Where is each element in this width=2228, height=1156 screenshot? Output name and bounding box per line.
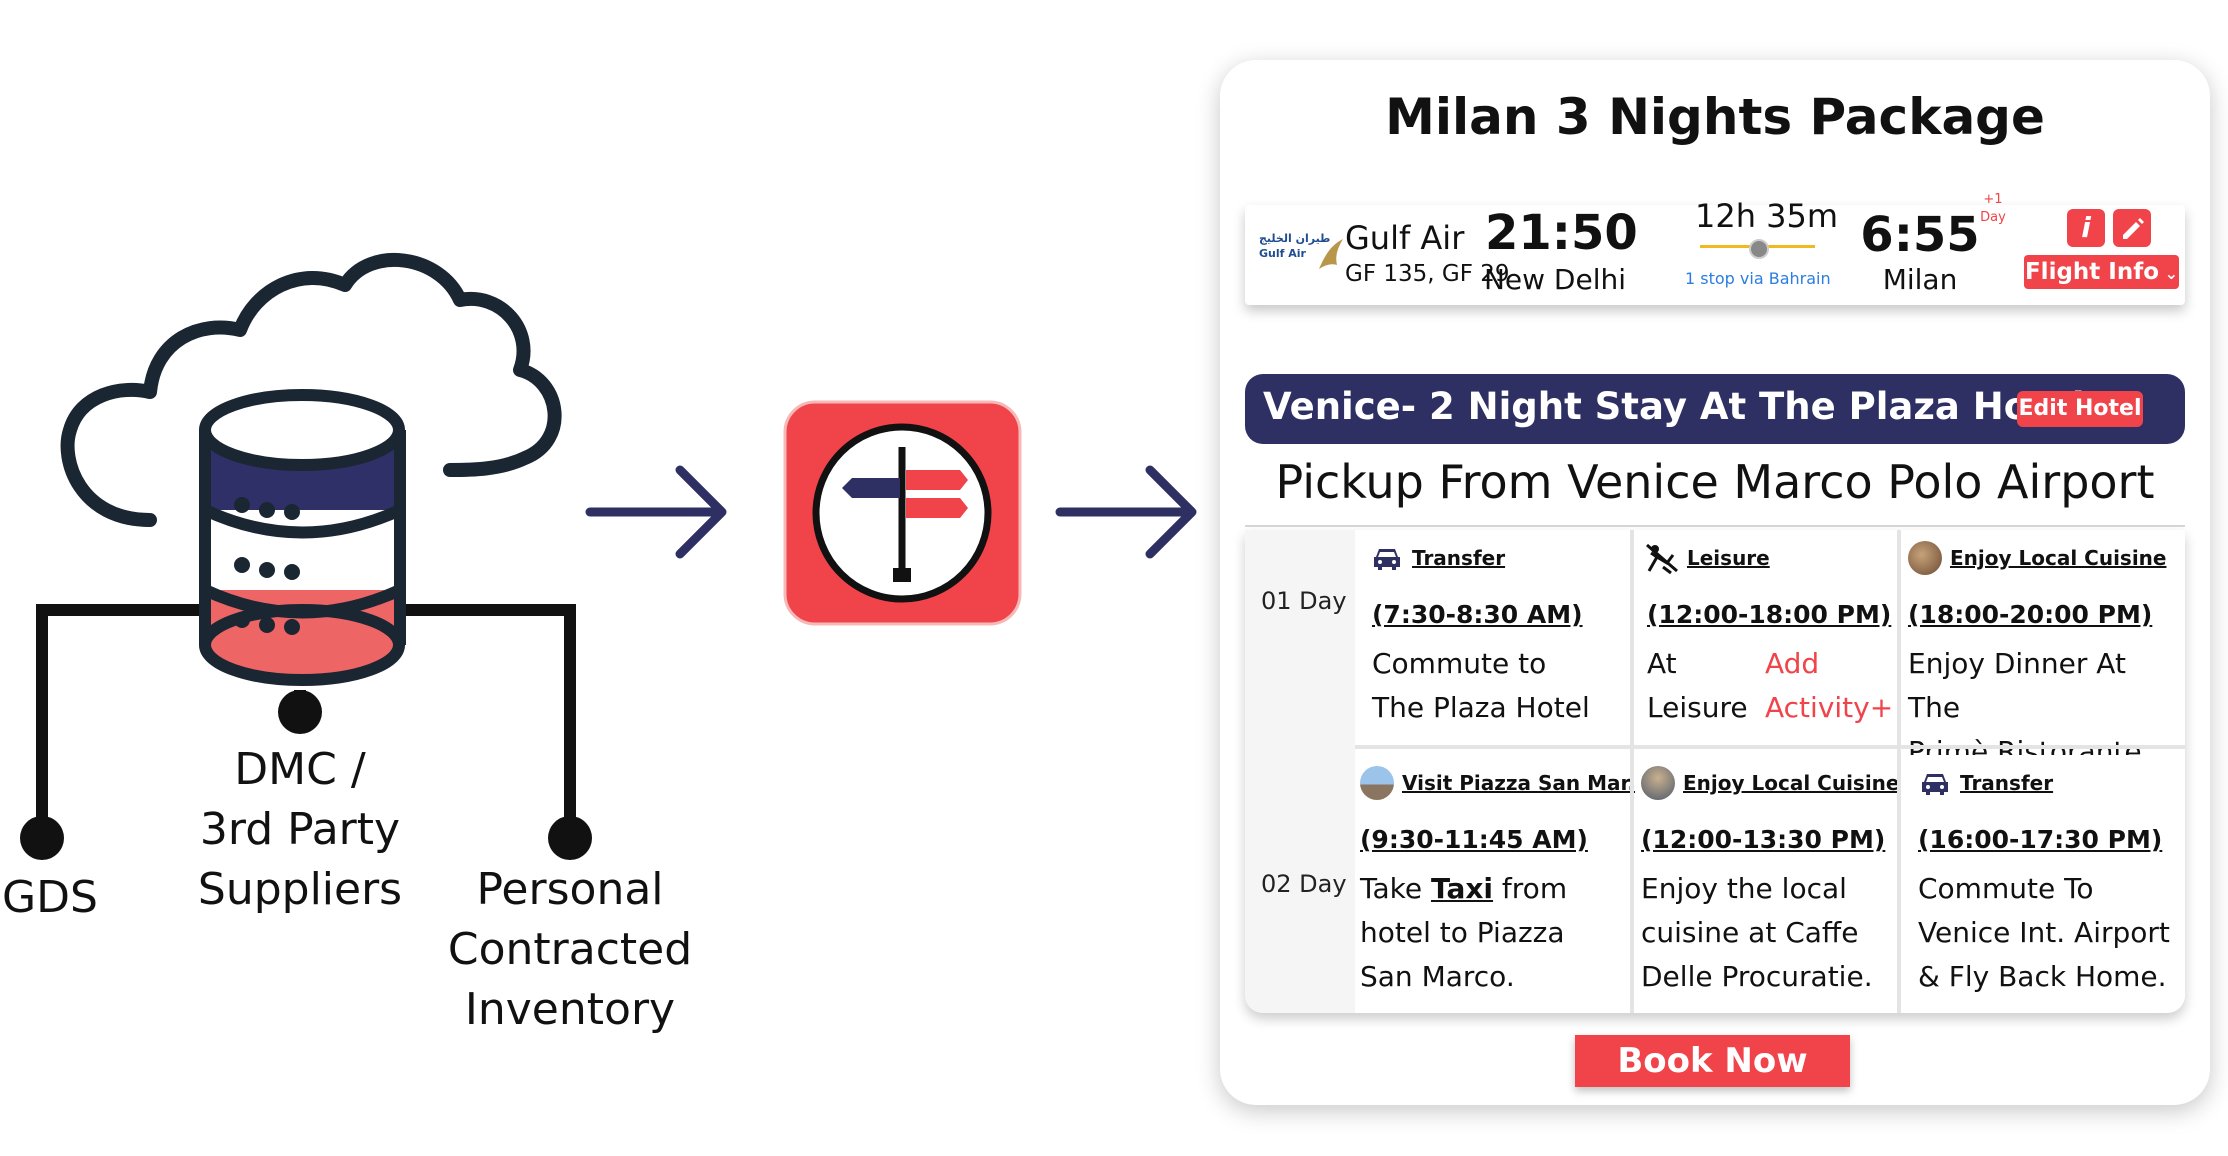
personal-label: Personal Contracted Inventory <box>447 864 693 1035</box>
database-icon <box>199 389 406 686</box>
airline-name: Gulf Air <box>1345 219 1465 257</box>
chevron-down-icon: ⌄ <box>2159 264 2179 283</box>
day-column <box>1245 530 1355 1013</box>
package-card: Milan 3 Nights Package طيران الخليج Gulf… <box>1220 60 2210 1105</box>
flight-duration: 12h 35m <box>1695 197 1839 235</box>
divider <box>1245 525 2185 527</box>
stops-label: 1 stop via Bahrain <box>1685 269 1831 288</box>
book-now-button[interactable]: Book Now <box>1575 1035 1850 1087</box>
activity-card[interactable]: Visit Piazza San Mar. (9:30-11:45 AM) Ta… <box>1360 755 1635 1013</box>
activity-card[interactable]: Enjoy Local Cuisine (12:00-13:30 PM) Enj… <box>1635 755 1900 1013</box>
activity-time: (9:30-11:45 AM) <box>1360 825 1588 854</box>
activity-desc: At Leisure <box>1647 647 1748 724</box>
activity-title: Enjoy Local Cuisine <box>1683 771 1900 795</box>
arrow-right-icon <box>1055 465 1197 559</box>
add-activity-link[interactable]: Add Activity+ <box>1765 647 1894 724</box>
gulf-air-logo: طيران الخليج Gulf Air <box>1259 232 1331 260</box>
activity-card[interactable]: Transfer (16:00-17:30 PM) Commute To Ven… <box>1902 755 2185 1013</box>
flight-numbers: GF 135, GF 29 <box>1345 261 1510 287</box>
pickup-heading: Pickup From Venice Marco Polo Airport <box>1275 455 2155 509</box>
cuisine-photo-icon <box>1908 541 1942 575</box>
car-icon <box>1374 549 1400 570</box>
activity-card[interactable]: Transfer (7:30-8:30 AM) Commute to The P… <box>1360 530 1630 745</box>
activity-time: (12:00-13:30 PM) <box>1641 825 1886 854</box>
stop-dot <box>1749 239 1769 259</box>
arrive-time: 6:55 <box>1860 207 1980 263</box>
activity-time: (12:00-18:00 PM) <box>1647 600 1892 629</box>
flight-info-button[interactable]: Flight Info ⌄ <box>2024 255 2179 289</box>
activity-card[interactable]: Leisure (12:00-18:00 PM) At Leisure Add … <box>1635 530 1897 745</box>
hotel-bar: Venice- 2 Night Stay At The Plaza Hotel … <box>1245 374 2185 444</box>
personal-node <box>548 816 592 860</box>
car-icon <box>1922 774 1948 795</box>
cafe-photo-icon <box>1641 766 1675 800</box>
app-logo-icon <box>783 400 1022 626</box>
activity-title: Transfer <box>1412 546 1506 570</box>
edit-hotel-button[interactable]: Edit Hotel <box>2017 391 2143 427</box>
cloud-icon <box>60 253 562 527</box>
hotel-name: Venice- 2 Night Stay At The Plaza Hotel <box>1263 385 2085 428</box>
depart-time: 21:50 <box>1485 205 1638 261</box>
piazza-photo-icon <box>1360 766 1394 800</box>
gds-label: GDS <box>2 872 98 923</box>
leisure-icon <box>1646 543 1678 575</box>
divider <box>1897 530 1901 1013</box>
gds-node <box>20 816 64 860</box>
activity-time: (18:00-20:00 PM) <box>1908 600 2153 629</box>
day-offset: +1 Day <box>1980 192 2006 225</box>
package-title: Milan 3 Nights Package <box>1385 88 2045 146</box>
activity-time: (16:00-17:30 PM) <box>1918 825 2163 854</box>
sources-diagram <box>20 253 1197 860</box>
activity-desc: Commute To Venice Int. Airport & Fly Bac… <box>1918 872 2170 993</box>
pencil-icon[interactable] <box>2113 209 2151 247</box>
activity-desc: Take Taxi from hotel to Piazza San Marco… <box>1360 872 1568 993</box>
taxi-link[interactable]: Taxi <box>1430 872 1494 905</box>
activity-time: (7:30-8:30 AM) <box>1372 600 1583 629</box>
arrow-right-icon <box>585 465 727 559</box>
activity-title: Enjoy Local Cuisine <box>1950 546 2167 570</box>
activity-desc: Commute to The Plaza Hotel <box>1372 647 1590 724</box>
divider <box>1355 745 2185 749</box>
divider <box>1630 530 1634 1013</box>
activity-title: Leisure <box>1687 546 1770 570</box>
arrive-city: Milan <box>1882 263 1958 296</box>
day-label: 01 Day <box>1261 587 1347 615</box>
dmc-label: DMC / 3rd Party Suppliers <box>197 744 403 915</box>
activity-title: Visit Piazza San Mar. <box>1402 771 1636 795</box>
activity-desc: Enjoy the local cuisine at Caffe Delle P… <box>1641 872 1873 993</box>
info-icon[interactable]: i <box>2067 209 2105 247</box>
itinerary-grid: 01 Day 02 Day Transfer (7:30-8:30 AM) Co… <box>1245 530 2185 1013</box>
dmc-node <box>278 690 322 734</box>
activity-card[interactable]: Enjoy Local Cuisine (18:00-20:00 PM) Enj… <box>1902 530 2185 768</box>
day-label: 02 Day <box>1261 870 1347 898</box>
falcon-icon <box>1319 239 1343 269</box>
depart-city: New Delhi <box>1483 263 1627 296</box>
activity-desc: Enjoy Dinner At The Primè Ristorante <box>1908 647 2142 768</box>
flight-strip: طيران الخليج Gulf Air Gulf Air GF 135, G… <box>1245 192 2185 305</box>
activity-title: Transfer <box>1960 771 2054 795</box>
